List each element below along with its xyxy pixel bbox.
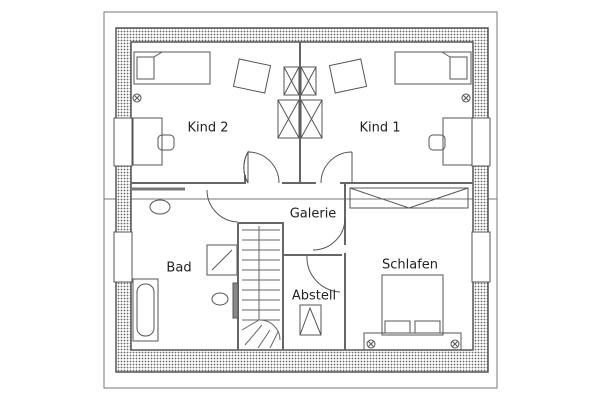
room-label-abstell: Abstell (291, 288, 337, 304)
armchairs (232, 58, 368, 94)
storage-fixture (299, 304, 322, 336)
outer-frame (103, 11, 498, 389)
staircase (241, 226, 281, 349)
room-label-kind1: Kind 1 (359, 120, 401, 136)
bathroom-fixtures (132, 199, 239, 342)
wardrobes (277, 66, 469, 209)
interior-walls (131, 42, 473, 350)
lamp-icons (132, 93, 471, 349)
room-label-schlafen: Schlafen (381, 257, 439, 273)
room-label-kind2: Kind 2 (187, 120, 229, 136)
room-label-galerie: Galerie (289, 206, 337, 222)
windows (113, 117, 491, 283)
desks (132, 117, 473, 166)
door-arcs (206, 150, 353, 293)
beds (133, 51, 472, 351)
room-label-bad: Bad (166, 260, 192, 276)
